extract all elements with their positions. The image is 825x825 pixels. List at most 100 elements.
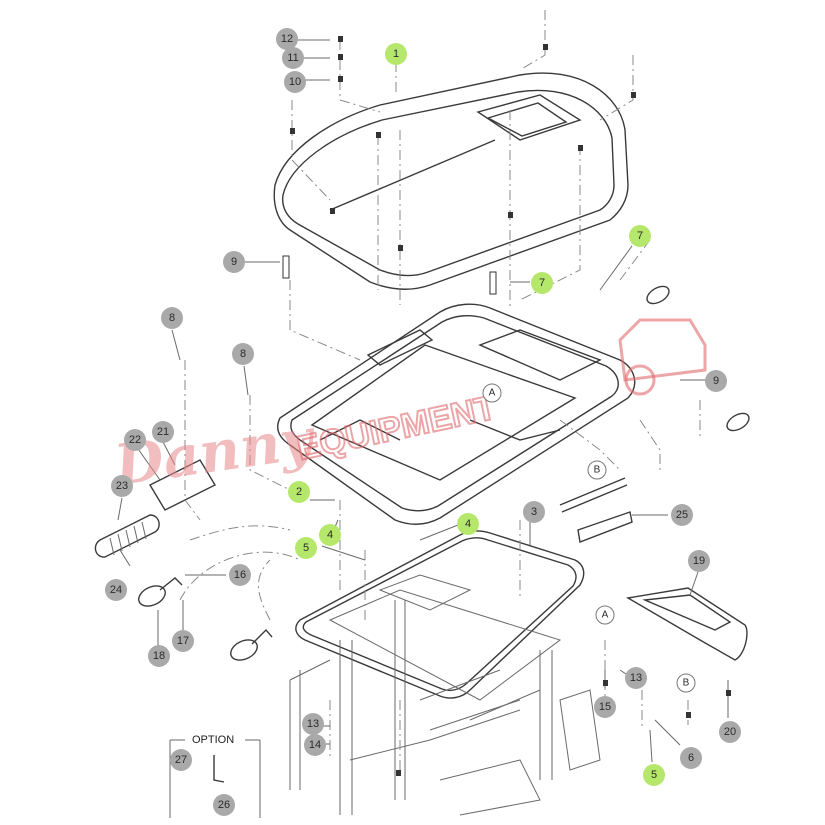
callout-19: 19: [688, 550, 710, 572]
tractor-logo-icon: [618, 318, 707, 382]
callout-bubble: [671, 504, 693, 526]
callout-24: 24: [105, 579, 127, 601]
callout-bubble: [523, 501, 545, 523]
ref-letter-a: A: [489, 388, 496, 399]
callout-13: 13: [302, 713, 324, 735]
callout-bubble: [232, 343, 254, 365]
callout-bubble: [284, 71, 306, 93]
callout-bubble: [385, 43, 407, 65]
ref-letter-b: B: [594, 465, 601, 476]
reference-letters: A B A B: [482, 383, 696, 693]
cab-frame: [277, 303, 636, 525]
callout-number: 7: [637, 230, 643, 242]
callout-bubble: [295, 537, 317, 559]
callout-bubble: [304, 734, 326, 756]
callout-bubble: [705, 370, 727, 392]
callout-bubble: [457, 513, 479, 535]
callout-number: 17: [177, 635, 189, 647]
callout-number: 15: [599, 701, 611, 713]
callout-number: 9: [231, 256, 237, 268]
assembly-lines: [179, 10, 701, 780]
callout-number: 8: [240, 348, 246, 360]
callout-number: 26: [218, 799, 230, 811]
callout-23: 23: [111, 475, 133, 497]
callout-bubble: [172, 630, 194, 652]
callout-15: 15: [594, 696, 616, 718]
callout-bubble: [302, 713, 324, 735]
callout-14: 14: [304, 734, 326, 756]
callout-3: 3: [523, 501, 545, 523]
callout-21: 21: [152, 421, 174, 443]
callout-number: 6: [688, 752, 694, 764]
door-seal: [295, 530, 585, 699]
callout-4: 4: [319, 524, 341, 546]
watermark-text: Danny: [109, 405, 320, 499]
callout-bubble: [688, 550, 710, 572]
callout-number: 12: [281, 33, 293, 45]
callout-number: 4: [327, 529, 333, 541]
callout-8: 8: [161, 307, 183, 329]
callout-number: 13: [630, 672, 642, 684]
callout-bubble: [229, 564, 251, 586]
callout-27: 27: [170, 749, 192, 771]
callout-bubble: [213, 794, 235, 816]
callout-bubble: [319, 524, 341, 546]
callout-17: 17: [172, 630, 194, 652]
callout-number: 5: [303, 542, 309, 554]
callout-number: 23: [116, 480, 128, 492]
callout-bubble: [680, 747, 702, 769]
callout-number: 8: [169, 312, 175, 324]
callout-number: 25: [676, 509, 688, 521]
roof-panel: [273, 72, 629, 290]
callout-bubble: [105, 579, 127, 601]
callout-7: 7: [531, 272, 553, 294]
callout-5: 5: [643, 764, 665, 786]
callout-number: 1: [393, 48, 399, 60]
callout-9: 9: [223, 251, 245, 273]
callout-number: 20: [724, 726, 736, 738]
callout-group: 1234455677889910111213131415161718192021…: [105, 28, 741, 816]
callout-number: 22: [129, 434, 141, 446]
leader-lines: [117, 39, 729, 763]
callout-number: 16: [234, 569, 246, 581]
callout-7: 7: [629, 225, 651, 247]
option-label: OPTION: [192, 734, 234, 746]
callout-bubble: [148, 645, 170, 667]
callout-bubble: [643, 764, 665, 786]
ref-letter-a: A: [602, 610, 609, 621]
callout-4: 4: [457, 513, 479, 535]
callout-bubble: [124, 429, 146, 451]
callout-bubble: [594, 696, 616, 718]
callout-9: 9: [705, 370, 727, 392]
watermark: Danny EQUIPMENT: [109, 318, 707, 499]
callout-18: 18: [148, 645, 170, 667]
callout-2: 2: [288, 481, 310, 503]
callout-number: 4: [465, 518, 471, 530]
callout-bubble: [152, 421, 174, 443]
callout-number: 9: [713, 375, 719, 387]
left-side-parts: [94, 459, 273, 661]
callout-bubble: [625, 667, 647, 689]
callout-bubble: [629, 225, 651, 247]
option-box: [169, 739, 261, 818]
callout-number: 19: [693, 555, 705, 567]
callout-bubble: [282, 47, 304, 69]
callout-bubble: [531, 272, 553, 294]
callout-1: 1: [385, 43, 407, 65]
callout-number: 18: [153, 650, 165, 662]
callout-bubble: [276, 28, 298, 50]
tractor-wheel-icon: [624, 364, 656, 396]
callout-bubble: [288, 481, 310, 503]
callout-number: 11: [287, 52, 298, 64]
callout-bubble: [223, 251, 245, 273]
callout-8: 8: [232, 343, 254, 365]
callout-10: 10: [284, 71, 306, 93]
callout-20: 20: [719, 721, 741, 743]
callout-number: 14: [309, 739, 321, 751]
callout-bubble: [111, 475, 133, 497]
callout-bubble: [170, 749, 192, 771]
callout-number: 10: [289, 76, 301, 88]
callout-13: 13: [625, 667, 647, 689]
